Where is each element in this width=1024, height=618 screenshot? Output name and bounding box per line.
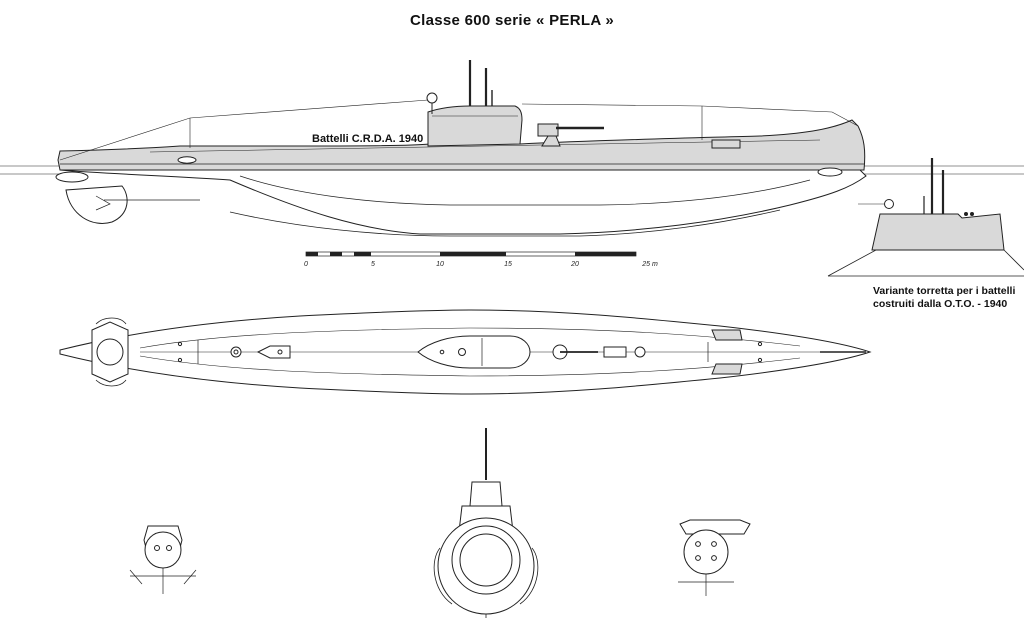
plan-view <box>59 309 872 395</box>
section-fore-tube-2 <box>166 545 172 551</box>
lower-hull <box>59 169 867 235</box>
plan-bollard-2 <box>177 357 183 363</box>
scale-seg-2 <box>330 252 342 256</box>
scale-seg-4 <box>440 252 506 256</box>
section-aft-hull <box>683 529 729 575</box>
aft-deck-box <box>711 139 741 149</box>
plan-bollard-3 <box>757 341 763 347</box>
scale-tick-25: 25 m <box>641 261 658 268</box>
section-inner-ring <box>459 533 513 587</box>
scale-bar: 0 5 10 15 20 25 m <box>304 251 658 268</box>
side-profile <box>0 60 1024 237</box>
keel-line <box>229 209 781 237</box>
section-aft-tube-1 <box>695 541 701 547</box>
bow-guard <box>95 195 111 211</box>
plan-stern-plane-top <box>711 329 743 341</box>
plan-deck-line-upper <box>139 327 801 349</box>
section-tower <box>433 428 539 618</box>
conning-tower <box>427 105 523 147</box>
deck-gun-mount <box>537 123 559 137</box>
variant-searchlight <box>884 199 894 209</box>
plan-aft-box <box>603 346 627 358</box>
scale-seg-3 <box>354 252 371 256</box>
plan-bow-dome <box>96 338 124 366</box>
bow-rudder <box>65 185 128 224</box>
section-fore-fin-1 <box>129 569 143 585</box>
section-fore-hull <box>144 531 182 569</box>
variant-hull-line <box>827 249 1024 277</box>
stern-plane <box>817 167 843 177</box>
deck-hatch <box>177 156 197 164</box>
deck-line <box>149 139 821 153</box>
scale-tick-10: 10 <box>436 261 444 268</box>
plan-fore-box-pin <box>277 349 283 355</box>
searchlight <box>426 92 438 104</box>
section-bulge-right <box>519 547 539 605</box>
variant-tower-body <box>871 213 1005 251</box>
section-aft-casing <box>679 519 751 535</box>
scale-seg-1 <box>306 252 318 256</box>
section-fore-fin-2 <box>183 569 197 585</box>
plan-tower-periscope <box>458 348 466 356</box>
variant-caption-line2: costruiti dalla O.T.O. - 1940 <box>873 298 1008 310</box>
plan-tower-hatch <box>439 349 445 355</box>
variant-vent-2 <box>970 212 974 216</box>
drawing-title: Classe 600 serie « PERLA » <box>409 12 615 29</box>
scale-seg-5 <box>575 252 636 256</box>
plan-bow-plane-top <box>95 317 127 325</box>
section-fore <box>129 525 197 594</box>
section-tower-top <box>469 481 503 507</box>
scale-tick-0: 0 <box>304 261 308 268</box>
section-aft <box>678 519 751 596</box>
section-fore-tube-1 <box>154 545 160 551</box>
variant-caption-line1: Variante torretta per i battelli <box>873 285 1016 297</box>
variant-caption: Variante torretta per i battelli costrui… <box>873 285 1015 311</box>
pressure-hull-line <box>239 175 811 206</box>
plan-hatch-1-inner <box>233 349 239 355</box>
plan-stern-plane-bottom <box>711 363 743 375</box>
plan-deck-line-lower <box>139 355 801 377</box>
scale-tick-15: 15 <box>504 261 512 268</box>
bow-plane <box>55 171 89 183</box>
plan-conning-tower <box>417 335 531 369</box>
scale-tick-20: 20 <box>570 261 579 268</box>
section-bulge-left <box>433 547 453 605</box>
section-aft-tube-2 <box>711 541 717 547</box>
scale-tick-5: 5 <box>371 261 375 268</box>
plan-hatch-2 <box>634 346 646 358</box>
jumping-wire-aft <box>521 103 859 127</box>
plan-bollard-1 <box>177 341 183 347</box>
plan-bow-plane-bottom <box>95 379 127 387</box>
variant-tower <box>827 158 1024 277</box>
section-aft-tube-4 <box>711 555 717 561</box>
plan-bollard-4 <box>757 357 763 363</box>
variant-vent-1 <box>964 212 968 216</box>
plan-fore-box <box>256 345 291 359</box>
section-aft-tube-3 <box>695 555 701 561</box>
crda-boats-label: Battelli C.R.D.A. 1940 <box>312 133 424 145</box>
deck-gun-pedestal <box>541 135 561 147</box>
